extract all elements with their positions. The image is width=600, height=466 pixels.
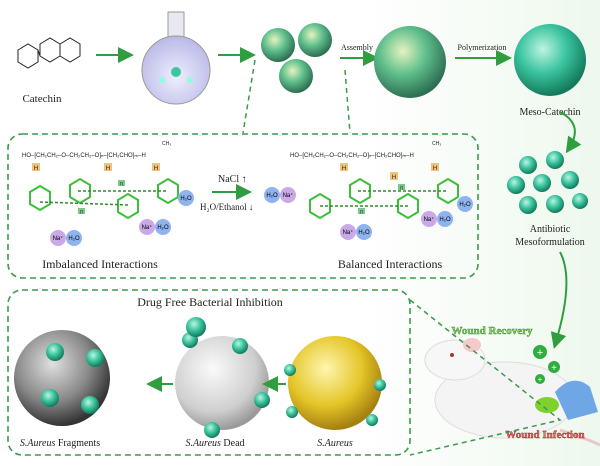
sodium-ion: Na⁺ [53,235,64,242]
water-molecule: H₂O [68,236,80,242]
interaction-panel [7,133,479,279]
water-molecule: H₂O [459,202,471,208]
svg-text:+: + [537,347,543,359]
ions: H₂O Na⁺ H₂O Na⁺ H₂O H₂O Na⁺ H₂O Na⁺ H₂O … [50,187,473,246]
h-tag: H [154,166,158,172]
sodium-ion: Na⁺ [424,216,435,223]
h-tag: H [106,166,110,172]
connector-line [242,59,256,134]
fragments-label: S.Aureus Fragments [20,438,100,449]
alive-label: S.Aureus [317,438,353,449]
svg-text:+: + [551,363,557,374]
imbalanced-label: Imbalanced Interactions [42,257,158,271]
svg-text:+: + [538,375,543,384]
wound-infection-label: Wound Infection [505,429,584,441]
sodium-ion: Na⁺ [283,192,294,199]
attached-nanospheres [41,317,386,438]
meso-catechin-sphere [514,24,586,96]
wound-area [535,397,559,413]
polymer-formula-left: HO‒[CH₂CH₂‒O‒CH₂CH₂‒O]ₙ‒[CH₂CHO]ₘ‒H [22,153,146,159]
connector-line [409,299,562,456]
plus-icons: + + + [533,345,560,384]
arrow [559,111,582,154]
wound-recovery-label: Wound Recovery [452,325,533,337]
bacteria-panel [7,289,411,456]
pi-tags: π π π π [78,180,405,216]
polymerization-label: Polymerization [458,43,507,52]
assembled-sphere [374,26,446,98]
flask-icon [141,11,211,105]
nanosphere [261,28,295,62]
gloved-hand [555,380,598,420]
polymer-formula-right: HO‒[CH₂CH₂‒O‒CH₂CH₂‒O]ₙ‒[CH₂CHO]ₘ‒H [290,153,414,159]
h-tag: H [34,166,38,172]
species-name: S.Aureus [185,438,221,449]
nanosphere [279,59,313,93]
dead-label: S.Aureus Dead [185,438,244,449]
live-bacterium [288,336,382,430]
balanced-label: Balanced Interactions [338,257,443,271]
meso-catechin-label: Meso-Catechin [519,107,580,118]
water-molecule: H₂O [157,225,169,231]
water-molecule: H₂O [358,230,370,236]
solvent-label: H₂O/Ethanol ↓ [200,202,253,212]
pi-tag: π [120,182,124,188]
ch3-label: CH₃ [432,141,441,147]
catechin-rings-left [29,177,179,220]
state-text: Fragments [55,438,100,449]
nacl-label: NaCl ↑ [218,174,247,185]
mesoformulation-cluster [507,151,588,214]
water-molecule: H₂O [266,193,278,199]
catechin-structure [17,37,81,69]
water-molecule: H₂O [439,217,451,223]
catechin-label: Catechin [22,93,62,105]
h-tag: H [433,166,437,172]
assembly-label: Assembly [341,43,373,52]
ch3-label: CH₃ [162,141,171,147]
h-tag: H [392,175,396,181]
h-bond-tags: H H H H H H [32,163,439,181]
state-text: Dead [221,438,245,449]
pi-tag: π [360,210,364,216]
bacteria-panel-title: Drug Free Bacterial Inhibition [137,295,283,309]
sodium-ion: Na⁺ [142,224,153,231]
water-molecule: H₂O [180,196,192,202]
catechin-rings-right [309,177,459,220]
connector-line [344,69,351,134]
arrow [550,251,568,349]
formulation-label-line1: Antibiotic [530,224,571,235]
nanosphere [298,23,332,57]
pi-tag: π [400,186,404,192]
sodium-ion: Na⁺ [343,229,354,236]
pi-tag: π [80,210,84,216]
dead-bacterium [175,336,269,430]
h-tag: H [342,166,346,172]
formulation-label-line2: Mesoformulation [515,237,584,248]
species-name: S.Aureus [20,438,56,449]
